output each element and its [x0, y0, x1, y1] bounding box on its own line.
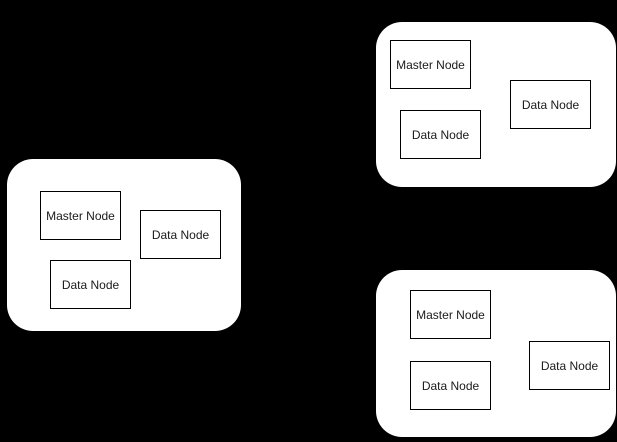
data-node: Data Node: [529, 341, 610, 390]
data-node: Data Node: [410, 361, 491, 410]
data-node: Data Node: [400, 110, 481, 159]
master-node: Master Node: [390, 40, 471, 89]
master-node: Master Node: [410, 290, 491, 339]
data-node: Data Node: [140, 210, 221, 259]
data-node: Data Node: [510, 80, 591, 129]
master-node: Master Node: [40, 191, 121, 240]
data-node: Data Node: [50, 260, 131, 309]
